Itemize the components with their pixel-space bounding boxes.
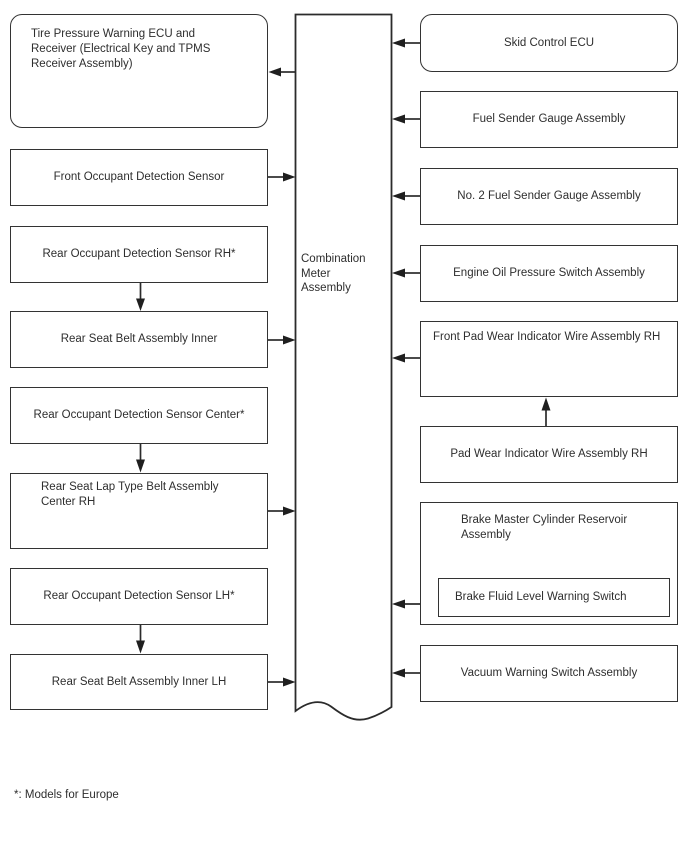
- arrow-rear-occupant-center-to-lap-belt: [136, 444, 145, 473]
- node-front-occupant-detection-sensor: Front Occupant Detection Sensor: [10, 149, 268, 206]
- arrow-meter-to-tire-ecu: [268, 67, 295, 77]
- node-label: Pad Wear Indicator Wire Assembly RH: [450, 448, 648, 460]
- node-engine-oil-pressure-switch: Engine Oil Pressure Switch Assembly: [420, 245, 678, 302]
- node-label: No. 2 Fuel Sender Gauge Assembly: [457, 190, 641, 202]
- node-rear-occupant-detection-sensor-rh: Rear Occupant Detection Sensor RH*: [10, 226, 268, 283]
- node-no2-fuel-sender-gauge-assembly: No. 2 Fuel Sender Gauge Assembly: [420, 168, 678, 225]
- arrow-rear-occupant-rh-to-belt-inner: [136, 283, 145, 311]
- node-rear-occupant-detection-sensor-lh: Rear Occupant Detection Sensor LH*: [10, 568, 268, 625]
- arrow-front-pad-wear-to-meter: [392, 353, 420, 363]
- node-label: Front Occupant Detection Sensor: [53, 171, 225, 183]
- arrow-belt-inner-to-meter: [268, 335, 296, 345]
- arrow-no2-fuel-sender-to-meter: [392, 191, 420, 201]
- node-label: Fuel Sender Gauge Assembly: [472, 113, 626, 125]
- arrow-belt-inner-lh-to-meter: [268, 677, 296, 687]
- combination-meter-label: Combination Meter Assembly: [301, 253, 366, 294]
- node-vacuum-warning-switch: Vacuum Warning Switch Assembly: [420, 645, 678, 702]
- node-rear-seat-belt-assembly-inner-lh: Rear Seat Belt Assembly Inner LH: [10, 654, 268, 710]
- node-rear-seat-belt-assembly-inner: Rear Seat Belt Assembly Inner: [10, 311, 268, 368]
- combination-meter-column: [294, 13, 393, 721]
- arrow-vacuum-switch-to-meter: [392, 668, 420, 678]
- arrow-pad-wear-to-front-pad-wear: [541, 397, 551, 426]
- node-label: Rear Seat Belt Assembly Inner: [60, 333, 218, 345]
- node-label: Rear Seat Belt Assembly Inner LH: [51, 675, 227, 688]
- arrow-fuel-sender-to-meter: [392, 114, 420, 124]
- node-label: Rear Occupant Detection Sensor RH*: [42, 248, 236, 260]
- node-label: Rear Occupant Detection Sensor LH*: [43, 590, 235, 602]
- node-label: Engine Oil Pressure Switch Assembly: [453, 267, 645, 279]
- node-tire-pressure-warning-ecu: Tire Pressure Warning ECU and Receiver (…: [10, 14, 268, 128]
- node-skid-control-ecu: Skid Control ECU: [420, 14, 678, 72]
- arrow-lap-belt-to-meter: [268, 506, 296, 516]
- node-pad-wear-indicator-rh: Pad Wear Indicator Wire Assembly RH: [420, 426, 678, 483]
- node-label: Brake Master Cylinder Reservoir Assembly: [461, 514, 628, 541]
- node-label: Front Pad Wear Indicator Wire Assembly R…: [433, 331, 661, 343]
- arrow-skid-control-to-meter: [392, 38, 420, 48]
- node-label: Rear Occupant Detection Sensor Center*: [33, 409, 245, 421]
- arrow-engine-oil-pressure-to-meter: [392, 268, 420, 278]
- node-label: Tire Pressure Warning ECU and Receiver (…: [31, 28, 211, 70]
- node-rear-seat-lap-type-belt-assembly: Rear Seat Lap Type Belt Assembly Center …: [10, 473, 268, 549]
- footnote-models-for-europe: *: Models for Europe: [14, 789, 119, 801]
- node-rear-occupant-detection-sensor-center: Rear Occupant Detection Sensor Center*: [10, 387, 268, 444]
- node-label: Vacuum Warning Switch Assembly: [460, 667, 638, 679]
- arrow-front-occupant-to-meter: [268, 172, 296, 182]
- node-front-pad-wear-indicator-rh: Front Pad Wear Indicator Wire Assembly R…: [420, 321, 678, 397]
- node-label: Skid Control ECU: [503, 36, 595, 49]
- node-label: Rear Seat Lap Type Belt Assembly Center …: [41, 481, 219, 508]
- node-fuel-sender-gauge-assembly: Fuel Sender Gauge Assembly: [420, 91, 678, 148]
- node-label: Brake Fluid Level Warning Switch: [455, 591, 627, 603]
- arrow-rear-occupant-lh-to-belt-inner-lh: [136, 625, 145, 654]
- node-brake-fluid-level-warning-switch: Brake Fluid Level Warning Switch: [438, 578, 670, 617]
